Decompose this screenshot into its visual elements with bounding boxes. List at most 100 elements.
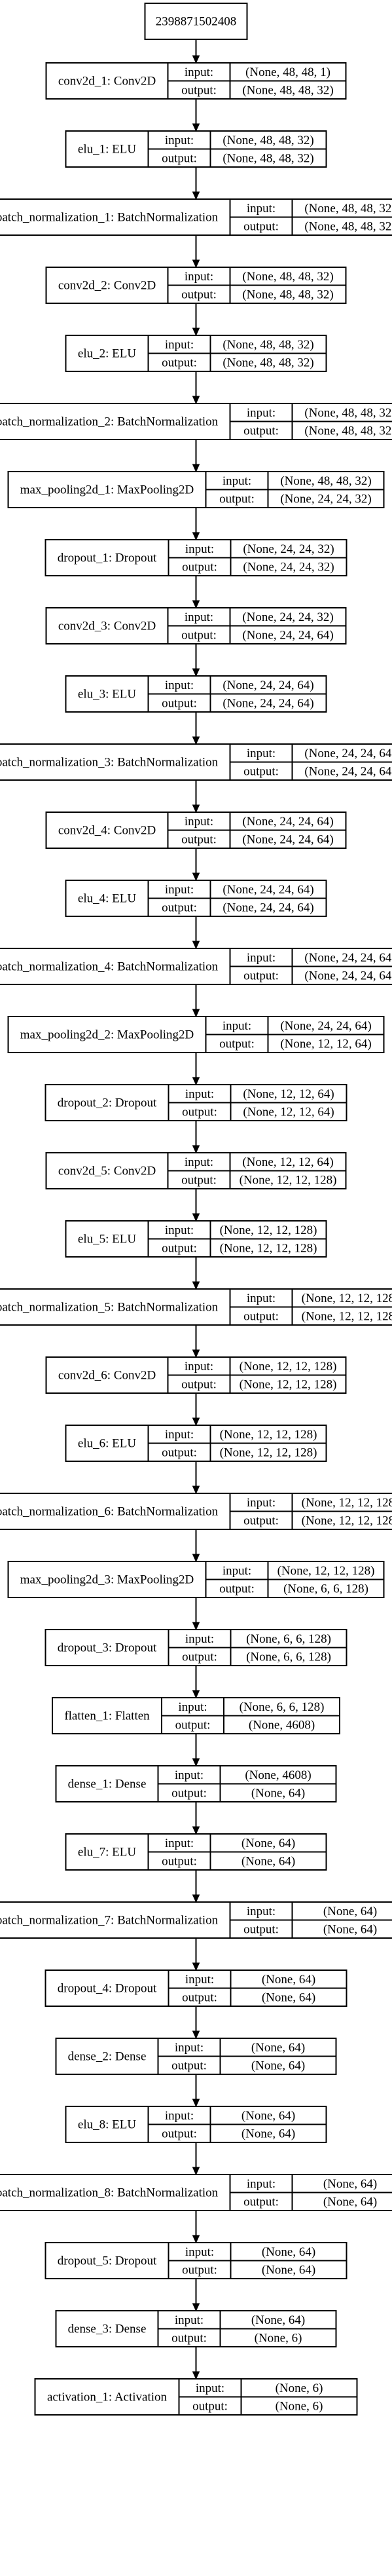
layer-name: dropout_4: Dropout <box>58 1982 157 1996</box>
input-label: input: <box>185 2245 214 2259</box>
input-shape: (None, 12, 12, 128) <box>277 1564 375 1578</box>
layer-node: batch_normalization_2: BatchNormalizatio… <box>0 403 392 440</box>
output-shape: (None, 12, 12, 64) <box>243 1105 334 1119</box>
input-label: input: <box>223 1019 251 1033</box>
output-label: output: <box>243 1514 279 1527</box>
input-label: input: <box>185 1087 214 1101</box>
output-shape: (None, 6) <box>255 2331 302 2345</box>
layer-node: max_pooling2d_2: MaxPooling2Dinput:outpu… <box>7 1016 385 1053</box>
input-shape: (None, 12, 12, 128) <box>302 1496 392 1510</box>
output-shape: (None, 48, 48, 32) <box>223 151 313 165</box>
input-label: input: <box>247 1292 276 1305</box>
input-label: input: <box>247 1905 276 1918</box>
edge-arrow-34 <box>192 2347 200 2380</box>
input-label: input: <box>165 1428 194 1442</box>
input-label: input: <box>165 883 194 897</box>
input-label: input: <box>165 679 194 692</box>
arrowhead-icon <box>192 2303 200 2312</box>
input-label: input: <box>185 1973 214 1987</box>
input-shape: (None, 64) <box>262 1973 315 1987</box>
output-label: output: <box>181 83 217 97</box>
layer-node: conv2d_2: Conv2D input: output: (None, 48, … <box>45 267 347 304</box>
edge-arrow-13 <box>192 916 200 950</box>
input-label: input: <box>175 2041 204 2055</box>
output-shape: (None, 24, 24, 32) <box>243 560 334 574</box>
input-label: input: <box>247 406 276 420</box>
layer-node: max_pooling2d_3: MaxPooling2Dinput:outpu… <box>7 1561 385 1598</box>
edge-arrow-25 <box>192 1734 200 1767</box>
layer-name: dropout_2: Dropout <box>58 1096 157 1110</box>
edge-arrow-20 <box>192 1393 200 1427</box>
arrowhead-icon <box>192 1281 200 1290</box>
output-shape: (None, 48, 48, 32) <box>223 356 313 369</box>
input-shape: (None, 64) <box>262 2245 315 2259</box>
input-label: input: <box>165 1223 194 1237</box>
layer-name: dropout_1: Dropout <box>58 551 157 565</box>
output-shape: (None, 64) <box>323 2195 377 2209</box>
input-shape: (None, 48, 48, 1) <box>245 65 330 79</box>
input-shape: (None, 24, 24, 64) <box>223 883 313 897</box>
output-label: output: <box>243 764 279 778</box>
output-label: output: <box>243 2195 279 2209</box>
output-shape: (None, 24, 24, 64) <box>242 628 333 642</box>
output-shape: (None, 12, 12, 128) <box>240 1173 337 1187</box>
input-label: input: <box>175 2313 204 2327</box>
input-label: input: <box>165 338 194 352</box>
edge-arrow-14 <box>192 984 200 1018</box>
output-shape: (None, 48, 48, 32) <box>242 288 333 301</box>
arrowhead-icon <box>192 191 200 200</box>
layer-name: conv2d_2: Conv2D <box>58 279 156 293</box>
arrowhead-icon <box>192 1077 200 1086</box>
arrowhead-icon <box>192 1554 200 1563</box>
input-label: input: <box>185 65 213 79</box>
input-shape: (None, 6, 6, 128) <box>246 1632 331 1646</box>
edge-arrow-28 <box>192 1938 200 1971</box>
layer-name: elu_2: ELU <box>78 347 136 361</box>
output-shape: (None, 24, 24, 64) <box>304 764 392 778</box>
input-shape: (None, 24, 24, 64) <box>304 747 392 760</box>
layer-name: max_pooling2d_3: MaxPooling2D <box>20 1573 194 1587</box>
layer-name: batch_normalization_7: BatchNormalizatio… <box>0 1914 219 1928</box>
arrowhead-icon <box>192 1009 200 1018</box>
edge-arrow-30 <box>192 2074 200 2108</box>
layer-name: batch_normalization_3: BatchNormalizatio… <box>0 756 219 770</box>
arrowhead-icon <box>192 2235 200 2244</box>
output-shape: (None, 24, 24, 64) <box>223 696 313 710</box>
layer-node: batch_normalization_8: BatchNormalizatio… <box>0 2174 392 2211</box>
output-label: output: <box>243 1922 279 1936</box>
edge-arrow-6 <box>192 439 200 473</box>
output-label: output: <box>181 1173 217 1187</box>
edge-arrow-9 <box>192 644 200 677</box>
output-shape: (None, 12, 12, 128) <box>302 1514 392 1527</box>
input-label: input: <box>223 1564 251 1578</box>
arrowhead-icon <box>192 2030 200 2040</box>
input-label: input: <box>185 270 213 284</box>
layer-name: elu_4: ELU <box>78 892 136 906</box>
output-label: output: <box>181 288 217 301</box>
arrowhead-icon <box>192 872 200 882</box>
arrowhead-icon <box>192 736 200 745</box>
input-label: input: <box>185 1632 214 1646</box>
input-shape: (None, 64) <box>251 2313 305 2327</box>
input-shape: (None, 24, 24, 32) <box>243 542 334 556</box>
output-label: output: <box>182 1105 217 1119</box>
edge-arrow-22 <box>192 1529 200 1563</box>
input-shape: (None, 12, 12, 128) <box>240 1360 337 1373</box>
layer-node: activation_1: Activationinput:output:(No… <box>34 2378 358 2416</box>
input-shape: (None, 12, 12, 128) <box>220 1223 317 1237</box>
arrowhead-icon <box>192 2167 200 2176</box>
arrowhead-icon <box>192 804 200 813</box>
output-shape: (None, 12, 12, 64) <box>280 1037 371 1051</box>
layer-node: dropout_2: Dropout input: output: (None, 12… <box>45 1084 347 1121</box>
arrowhead-icon <box>192 941 200 950</box>
edge-arrow-7 <box>192 508 200 541</box>
arrowhead-icon <box>192 1894 200 1903</box>
